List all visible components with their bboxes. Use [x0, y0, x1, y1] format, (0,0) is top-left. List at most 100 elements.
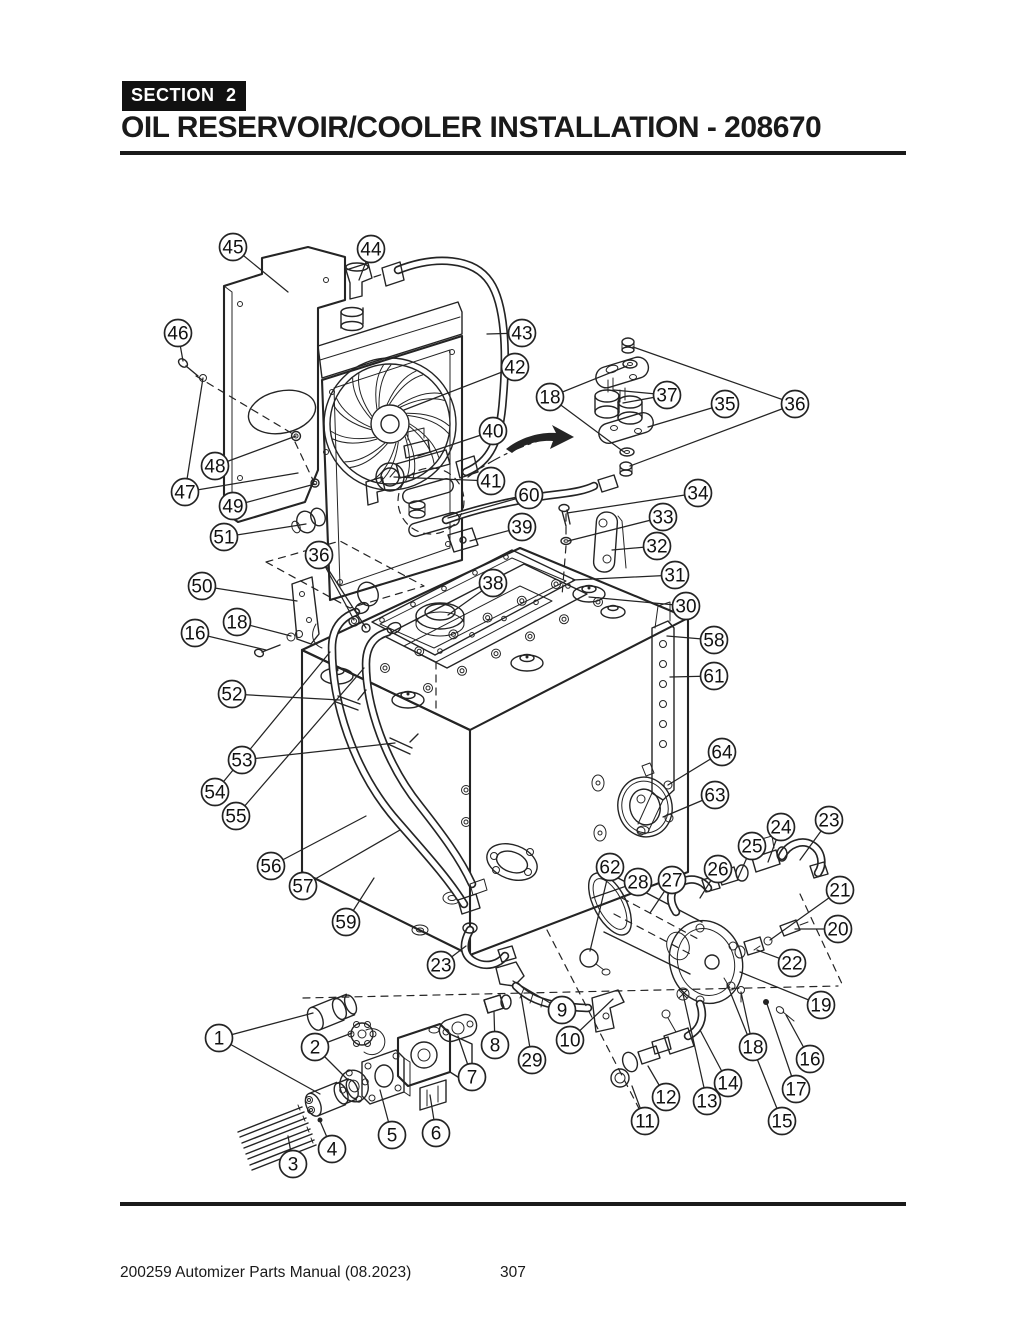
fan-blades	[331, 364, 450, 483]
svg-text:9: 9	[557, 1001, 568, 1022]
callout-55: 55	[221, 801, 251, 831]
svg-text:56: 56	[260, 857, 281, 878]
svg-text:38: 38	[482, 574, 503, 595]
callout-38: 38	[478, 568, 508, 598]
svg-text:18: 18	[539, 388, 560, 409]
callout-27: 27	[657, 865, 687, 895]
svg-text:45: 45	[222, 238, 243, 259]
svg-text:2: 2	[310, 1038, 321, 1059]
callout-23: 23	[814, 805, 844, 835]
svg-text:57: 57	[292, 877, 313, 898]
svg-text:24: 24	[770, 818, 792, 839]
callout-58: 58	[699, 625, 729, 655]
callout-13: 13	[692, 1086, 722, 1116]
svg-text:25: 25	[741, 837, 762, 858]
svg-text:48: 48	[204, 457, 225, 478]
tank-hoses	[327, 601, 488, 915]
callout-10: 10	[555, 1025, 585, 1055]
svg-text:10: 10	[559, 1031, 580, 1052]
callout-2: 2	[300, 1032, 330, 1062]
footer-page-number: 307	[500, 1264, 526, 1281]
svg-text:31: 31	[664, 566, 685, 587]
callout-14: 14	[713, 1068, 743, 1098]
callout-11: 11	[630, 1106, 660, 1136]
callout-59: 59	[331, 907, 361, 937]
callout-64: 64	[707, 737, 737, 767]
callout-36: 36	[304, 540, 334, 570]
callout-28: 28	[623, 867, 653, 897]
svg-text:32: 32	[646, 537, 667, 558]
callout-22: 22	[777, 948, 807, 978]
callout-16: 16	[180, 618, 210, 648]
title-divider	[120, 151, 906, 155]
callout-60: 60	[514, 480, 544, 510]
dome-mounts	[320, 584, 626, 709]
callout-32: 32	[642, 531, 672, 561]
svg-text:21: 21	[829, 881, 850, 902]
callout-35: 35	[710, 389, 740, 419]
callout-40: 40	[478, 416, 508, 446]
svg-text:35: 35	[714, 395, 735, 416]
callout-23: 23	[426, 950, 456, 980]
svg-text:22: 22	[781, 954, 802, 975]
callout-17: 17	[781, 1074, 811, 1104]
callout-41: 41	[476, 466, 506, 496]
callout-24: 24	[766, 812, 796, 842]
callout-53: 53	[227, 745, 257, 775]
pump-assembly	[237, 993, 505, 1171]
svg-text:43: 43	[511, 324, 532, 345]
callout-49: 49	[218, 491, 248, 521]
callout-52: 52	[217, 679, 247, 709]
svg-text:16: 16	[184, 624, 205, 645]
svg-text:37: 37	[656, 386, 677, 407]
callout-26: 26	[703, 854, 733, 884]
callout-43: 43	[507, 318, 537, 348]
svg-text:7: 7	[467, 1068, 478, 1089]
callout-30: 30	[671, 591, 701, 621]
svg-text:11: 11	[635, 1112, 655, 1133]
callout-8: 8	[480, 1030, 510, 1060]
svg-text:19: 19	[810, 996, 831, 1017]
fan-shroud-plate	[222, 245, 347, 524]
callout-39: 39	[507, 512, 537, 542]
strainer-assembly	[579, 835, 829, 1022]
svg-text:12: 12	[655, 1088, 676, 1109]
svg-text:23: 23	[818, 811, 839, 832]
callout-50: 50	[187, 571, 217, 601]
svg-text:28: 28	[627, 873, 648, 894]
callout-1: 1	[204, 1023, 234, 1053]
callout-34: 34	[683, 478, 713, 508]
callout-51: 51	[209, 522, 239, 552]
callout-3: 3	[278, 1149, 308, 1179]
footer-manual-id: 200259 Automizer Parts Manual (08.2023)	[120, 1264, 412, 1281]
callout-4: 4	[317, 1134, 347, 1164]
reservoir-tank	[300, 546, 690, 957]
cover-bolt-rows	[379, 554, 603, 693]
callout-15: 15	[767, 1106, 797, 1136]
svg-text:33: 33	[652, 508, 673, 529]
svg-text:59: 59	[335, 913, 356, 934]
callout-46: 46	[163, 318, 193, 348]
svg-text:46: 46	[167, 324, 188, 345]
svg-text:23: 23	[430, 956, 451, 977]
callout-56: 56	[256, 851, 286, 881]
svg-text:47: 47	[174, 483, 195, 504]
svg-text:18: 18	[226, 613, 247, 634]
callout-48: 48	[200, 451, 230, 481]
callout-12: 12	[651, 1082, 681, 1112]
callout-29: 29	[517, 1045, 547, 1075]
svg-text:52: 52	[221, 685, 242, 706]
callout-19: 19	[806, 990, 836, 1020]
svg-text:41: 41	[480, 472, 501, 493]
svg-text:17: 17	[785, 1080, 806, 1101]
section-badge: SECTION 2	[122, 81, 246, 111]
svg-text:64: 64	[711, 743, 733, 764]
svg-text:3: 3	[288, 1155, 299, 1176]
svg-text:27: 27	[661, 871, 682, 892]
callout-63: 63	[700, 780, 730, 810]
callout-57: 57	[288, 871, 318, 901]
centerline-dashdot	[467, 437, 549, 478]
svg-text:44: 44	[360, 240, 382, 261]
